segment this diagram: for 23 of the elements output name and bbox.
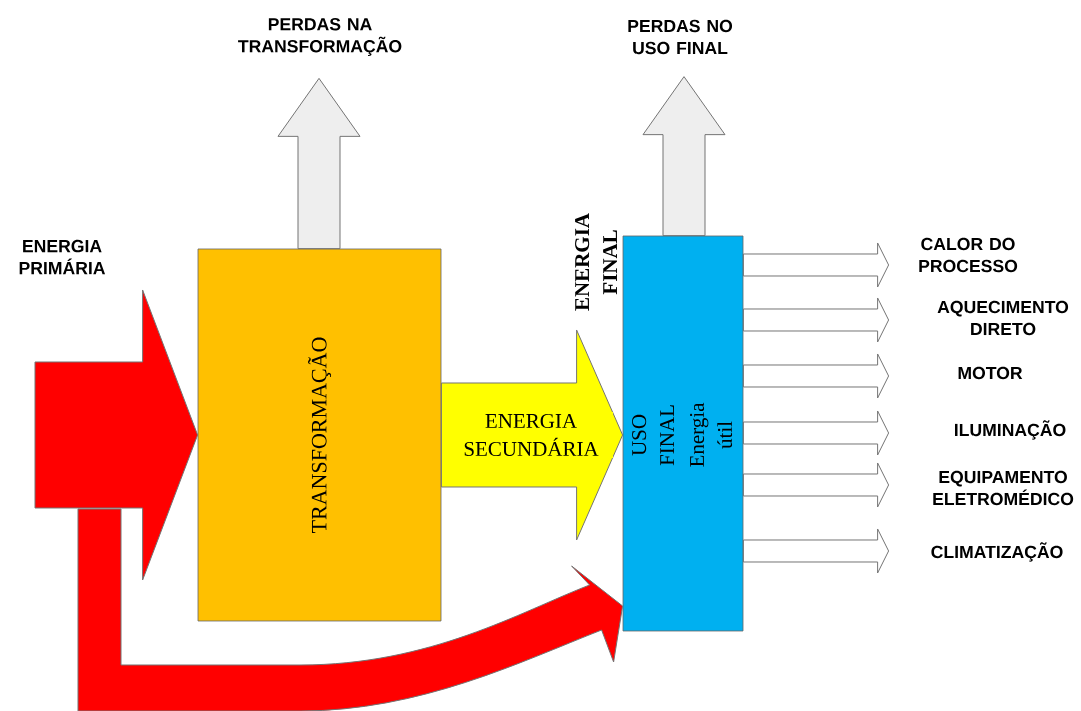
- rotated-heading: ENERGIA FINAL: [575, 213, 617, 311]
- arrow: [34, 289, 199, 581]
- heading-text: EQUIPAMENTO ELETROMÉDICO: [933, 470, 1074, 506]
- heading-text: CLIMATIZAÇÃO: [931, 542, 1063, 562]
- heading-text: PERDAS NA TRANSFORMAÇÃO: [238, 18, 402, 56]
- arrow: [742, 242, 890, 288]
- arrow: [642, 76, 726, 237]
- arrow: [742, 353, 890, 399]
- heading-text: PERDAS NO USO FINAL: [628, 19, 733, 55]
- arrow: [77, 508, 624, 711]
- arrow: [742, 410, 890, 456]
- process-box: USO FINAL Energia útil: [622, 235, 744, 632]
- label-text: ENERGIA PRIMÁRIA: [19, 239, 106, 275]
- process-box: TRANSFORMAÇÃO: [197, 248, 442, 622]
- arrow: [742, 297, 890, 343]
- edge-label: ENERGIA SECUNDÁRIA: [449, 411, 613, 459]
- heading-text: ILUMINAÇÃO: [955, 420, 1066, 440]
- heading-text: MOTOR: [958, 366, 1023, 380]
- arrow: [742, 462, 890, 508]
- arrow: [277, 77, 361, 250]
- heading-text: AQUECIMENTO DIRETO: [937, 300, 1069, 336]
- arrow: [742, 528, 890, 574]
- heading-text: CALOR DO PROCESSO: [919, 237, 1018, 273]
